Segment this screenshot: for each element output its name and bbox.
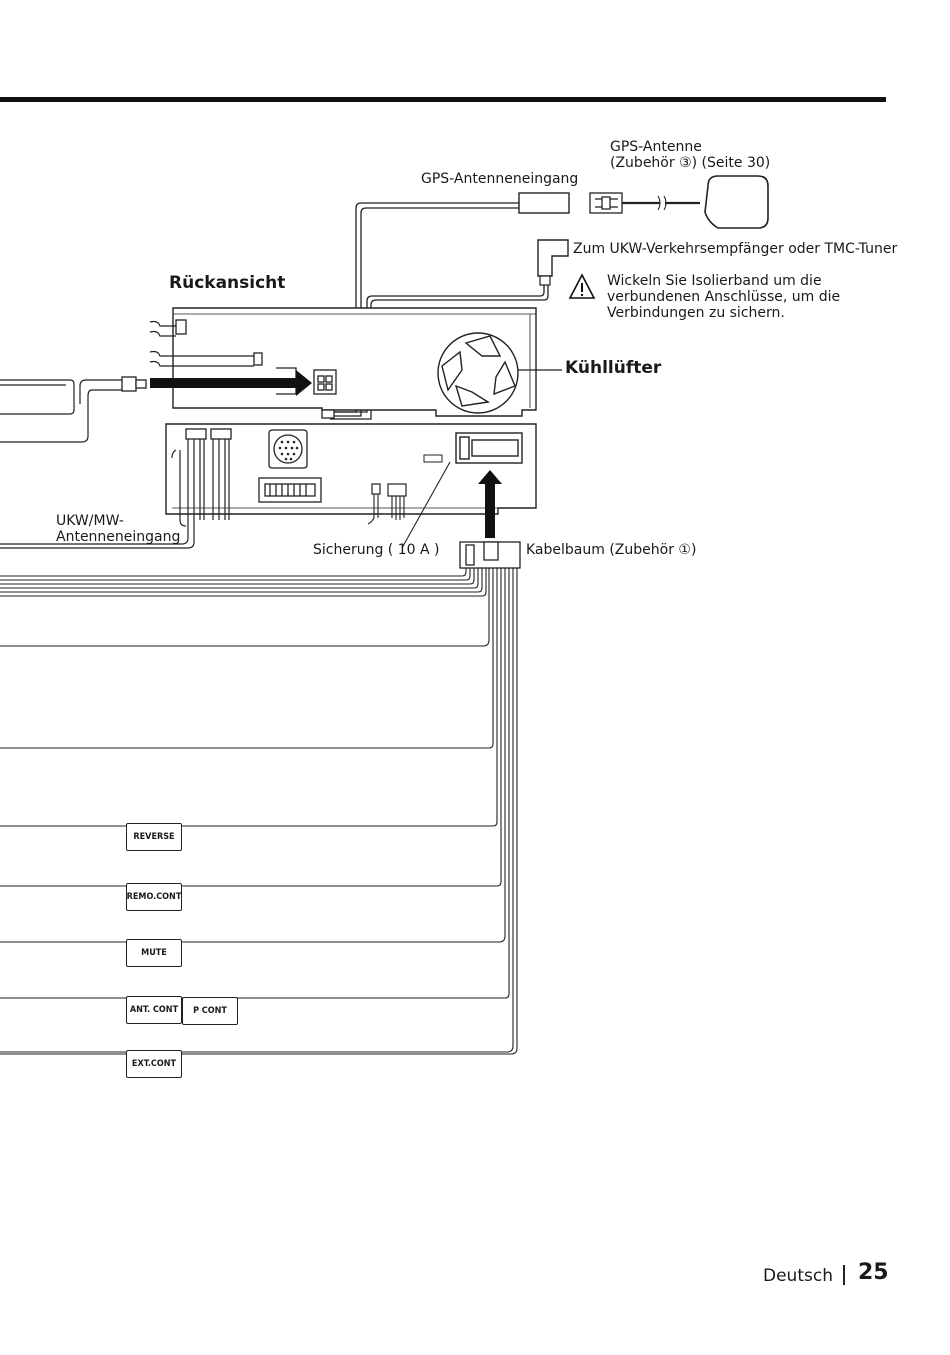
harness-socket (455, 432, 523, 464)
am-fm-input-line-1: UKW/MW- (56, 513, 124, 529)
header-rule (0, 97, 886, 102)
ant-cont-tag: ANT. CONT (126, 996, 182, 1024)
harness-wires (0, 568, 518, 1055)
footer-separator (843, 1265, 845, 1285)
cooling-fan (437, 332, 519, 414)
harness-label: Kabelbaum (Zubehör ①) (526, 542, 697, 558)
page-number: 25 (858, 1260, 889, 1285)
harness-plug (459, 541, 521, 569)
mute-tag: MUTE (126, 939, 182, 967)
socket-block (313, 369, 337, 395)
small-dots-connector (423, 454, 443, 463)
gps-antenna-label: GPS-Antenne (610, 139, 702, 155)
warning-line-2: verbundenen Anschlüsse, um die (607, 289, 841, 305)
rear-view-title: Rückansicht (169, 273, 286, 293)
ukw-traffic-cable (330, 285, 549, 420)
wide-connector (258, 477, 322, 503)
warning-line-1: Wickeln Sie Isolierband um die (607, 273, 822, 289)
ukw-traffic-label: Zum UKW-Verkehrsempfänger oder TMC-Tuner (573, 241, 898, 257)
reverse-tag: REVERSE (126, 823, 182, 851)
warning-icon (568, 273, 596, 299)
upper-clip (175, 319, 187, 335)
gps-input-connector (518, 192, 570, 214)
gps-plug (589, 192, 623, 214)
gps-antenna-input-label: GPS-Antenneneingang (421, 171, 579, 187)
fuse-label: Sicherung ( 10 A ) (313, 542, 440, 558)
left-plug (121, 376, 147, 392)
arrow-to-harness (478, 470, 502, 538)
gps-antenna-body (704, 175, 769, 229)
din-socket (268, 429, 308, 469)
fuse (371, 483, 407, 497)
cooling-fan-label: Kühllüfter (565, 358, 662, 378)
gps-antenna-accessory-label: (Zubehör ③) (Seite 30) (610, 155, 771, 171)
remo-cont-tag: REMO.CONT (126, 883, 182, 911)
gps-antenna-cable (324, 195, 700, 417)
ukw-connector (537, 239, 569, 277)
ext-cont-tag: EXT.CONT (126, 1050, 182, 1078)
am-fm-input-line-2: Antenneneingang (56, 529, 181, 545)
footer-language: Deutsch (763, 1266, 833, 1286)
warning-line-3: Verbindungen zu sichern. (607, 305, 785, 321)
p-cont-tag: P CONT (182, 997, 238, 1025)
upper-clip-2 (253, 352, 263, 366)
arrow-to-socket (150, 370, 312, 396)
